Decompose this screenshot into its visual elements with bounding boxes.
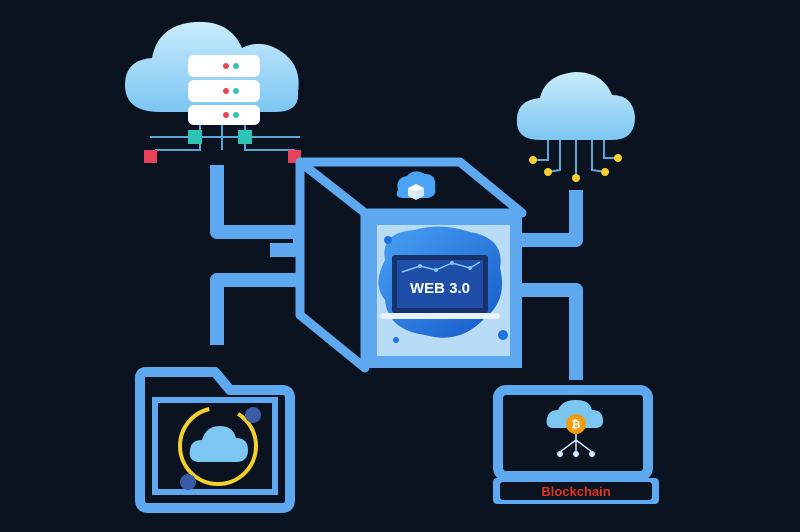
- bitcoin-icon: ₿: [566, 414, 586, 434]
- pipe-left-lower: [210, 273, 310, 345]
- folder-cloud-sync-icon: [135, 367, 295, 513]
- laptop-blockchain-icon: Blockchain ₿: [493, 385, 659, 504]
- laptop-label: Blockchain: [541, 484, 610, 499]
- pipe-right-upper: [520, 190, 583, 247]
- center-label: WEB 3.0: [410, 280, 470, 297]
- pipe-right-lower: [520, 283, 583, 380]
- svg-text:₿: ₿: [572, 419, 581, 431]
- cube-icon: [396, 171, 436, 200]
- server-cloud-icon: [125, 21, 301, 163]
- pipe-left-upper: [210, 165, 307, 250]
- laptop-chart-icon: WEB 3.0: [378, 226, 508, 343]
- center-cube: WEB 3.0: [295, 157, 527, 373]
- cloud-network-icon: [516, 72, 635, 182]
